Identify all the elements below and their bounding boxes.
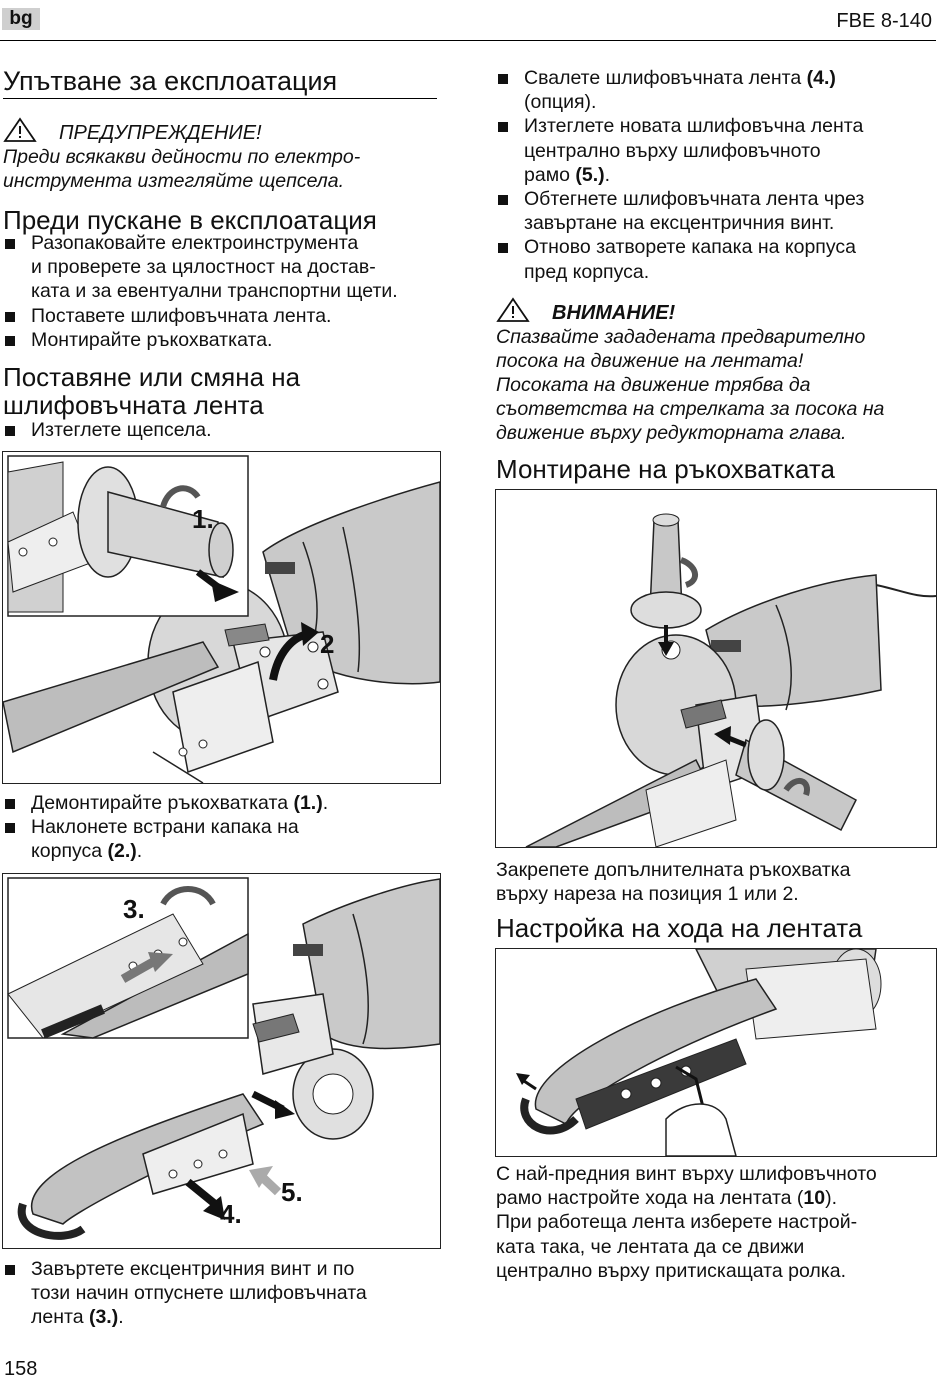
list-item-line: Разопаковайте електроинструмента [31,232,359,254]
list-item: Изтеглете щепсела. [3,418,443,442]
text-line: С най-предния винт върху шлифовъчното [496,1163,877,1185]
list-item-line: Отново затворете капака на корпуса [524,236,856,259]
caution-line: посока на движение на лентата! [496,350,804,372]
list-item: Разопаковайте електроинструмента и прове… [3,231,443,304]
list-item-line: и проверете за цялостност на достав- [31,256,376,279]
section-heading-belt-l1: Поставяне или смяна на [3,362,301,392]
list-text: . [604,163,611,186]
list-text: Свалете шлифовъчната лента [524,67,807,89]
list-item: Завъртете ексцентричния винт и по този н… [3,1257,443,1330]
section-heading-mount-handle: Монтиране на ръкохватката [496,454,835,484]
page-title: Упътване за експлоатация [3,66,437,99]
warning-line-1: Преди всякакви дейности по електро- [3,146,361,168]
figure-label-4: 4. [220,1199,242,1229]
list-item-line: Изтеглете новата шлифовъчна лента [524,115,864,138]
list-item: Монтирайте ръкохватката. [3,328,443,352]
warning-triangle-icon [3,117,37,142]
section-heading-belt-tracking: Настройка на хода на лентата [496,913,863,943]
list-ref: (2.) [107,840,137,863]
list-text: . [118,1306,124,1329]
list-item-line: централно върху шлифовъчното [524,139,821,162]
belt-list-3: Завъртете ексцентричния винт и по този н… [3,1257,443,1330]
list-item-line: корпуса (2.). [31,839,443,863]
warning-block: ПРЕДУПРЕЖДЕНИЕ! Преди всякакви дейности … [3,117,443,193]
list-text: . [136,840,143,863]
text-span: рамо настройте хода на лентата ( [496,1187,804,1210]
figure-label-1: 1. [192,504,214,534]
list-ref: (1.) [293,792,323,814]
text-line: Закрепете допълнителната ръкохватка [496,859,851,881]
belt-grinder-illustration [3,455,440,783]
text-line: централно върху притискащата ролка. [496,1259,847,1282]
list-text: корпуса [31,840,108,863]
model-name: FBE 8-140 [836,10,932,32]
warning-head-text: ПРЕДУПРЕЖДЕНИЕ! [59,122,262,144]
list-item: Демонтирайте ръкохватката (1.). [3,791,443,815]
mount-handle-text: Закрепете допълнителната ръкохватка върх… [496,858,851,906]
caution-line: съответства на стрелката за посока на [496,398,885,420]
list-item-line: (опция). [524,91,597,114]
belt-list-2: Демонтирайте ръкохватката (1.). Наклонет… [3,791,443,864]
caution-heading: ВНИМАНИЕ! [496,297,941,325]
list-item: Свалете шлифовъчната лента (4.) (опция). [496,66,941,114]
belt-tracking-illustration [516,949,882,1156]
list-item-line: Обтегнете шлифовъчната лента чрез [524,188,865,211]
handle-mount-illustration [525,513,936,847]
belt-list-4: Свалете шлифовъчната лента (4.) (опция).… [496,66,941,284]
list-item-line: този начин отпуснете шлифовъчната [31,1282,367,1305]
list-item-line: Наклонете встрани капака на [31,816,299,839]
list-item-line: лента (3.). [31,1305,443,1329]
list-item-line: завъртане на ексцентричния винт. [524,212,835,235]
figure-remove-handle: 1. 2 [2,451,441,784]
header-rule [0,40,936,41]
caution-line: Посоката на движение трябва да [496,374,811,396]
warning-heading: ПРЕДУПРЕЖДЕНИЕ! [3,117,443,145]
belt-list-1: Изтеглете щепсела. [3,418,443,442]
figure-label-3: 3. [123,894,145,924]
caution-line: движение върху редукторната глава. [496,422,847,444]
caution-line: Спазвайте зададената предварително [496,326,866,348]
list-ref: (5.) [575,163,605,186]
list-item-line: Завъртете ексцентричния винт и по [31,1258,355,1280]
belt-change-illustration [7,877,440,1240]
list-ref: (3.) [88,1306,119,1329]
warning-triangle-icon [496,297,530,322]
text-line: ката така, че лентата да се движи [496,1235,805,1258]
list-item: Отново затворете капака на корпуса пред … [496,235,941,283]
text-line: върху нареза на позиция 1 или 2. [496,883,799,906]
list-item: Обтегнете шлифовъчната лента чрез завърт… [496,187,941,235]
figure-replace-belt: 3. 4. 5. [2,873,441,1249]
list-ref: (4.) [806,67,836,89]
text-ref: 10 [803,1187,826,1210]
list-text: . [322,792,329,814]
list-item: Изтеглете новата шлифовъчна лента центра… [496,114,941,187]
figure-label-5: 5. [281,1177,303,1207]
list-item-line: Свалете шлифовъчната лента (4.) [524,66,941,90]
list-item: Поставете шлифовъчната лента. [3,304,443,328]
section-heading-belt-l2: шлифовъчната лента [3,390,264,420]
language-badge: bg [2,8,40,30]
text-line: При работеща лента изберете настрой- [496,1211,858,1234]
list-item-line: пред корпуса. [524,260,650,283]
section-heading-before-start: Преди пускане в експлоатация [3,205,377,235]
list-text: лента [31,1306,89,1329]
caution-block: ВНИМАНИЕ! Спазвайте зададената предварит… [496,297,941,445]
text-line: рамо настройте хода на лентата (10). [496,1186,877,1210]
figure-belt-tracking [495,948,937,1157]
list-item: Наклонете встрани капака на корпуса (2.)… [3,815,443,863]
list-item-line: рамо (5.). [524,163,941,187]
list-text: рамо [524,163,576,186]
list-text: Демонтирайте ръкохватката [31,792,294,814]
page-number: 158 [4,1358,38,1380]
figure-mount-handle [495,489,937,848]
figure-label-2: 2 [320,629,335,659]
before-start-list: Разопаковайте електроинструмента и прове… [3,231,443,352]
text-span: ). [825,1187,838,1210]
belt-tracking-text: С най-предния винт върху шлифовъчното ра… [496,1162,877,1283]
list-item-line: ката и за евентуални транспортни щети. [31,280,398,303]
caution-head-text: ВНИМАНИЕ! [552,302,676,324]
warning-line-2: инструмента изтегляйте щепсела. [3,170,345,192]
